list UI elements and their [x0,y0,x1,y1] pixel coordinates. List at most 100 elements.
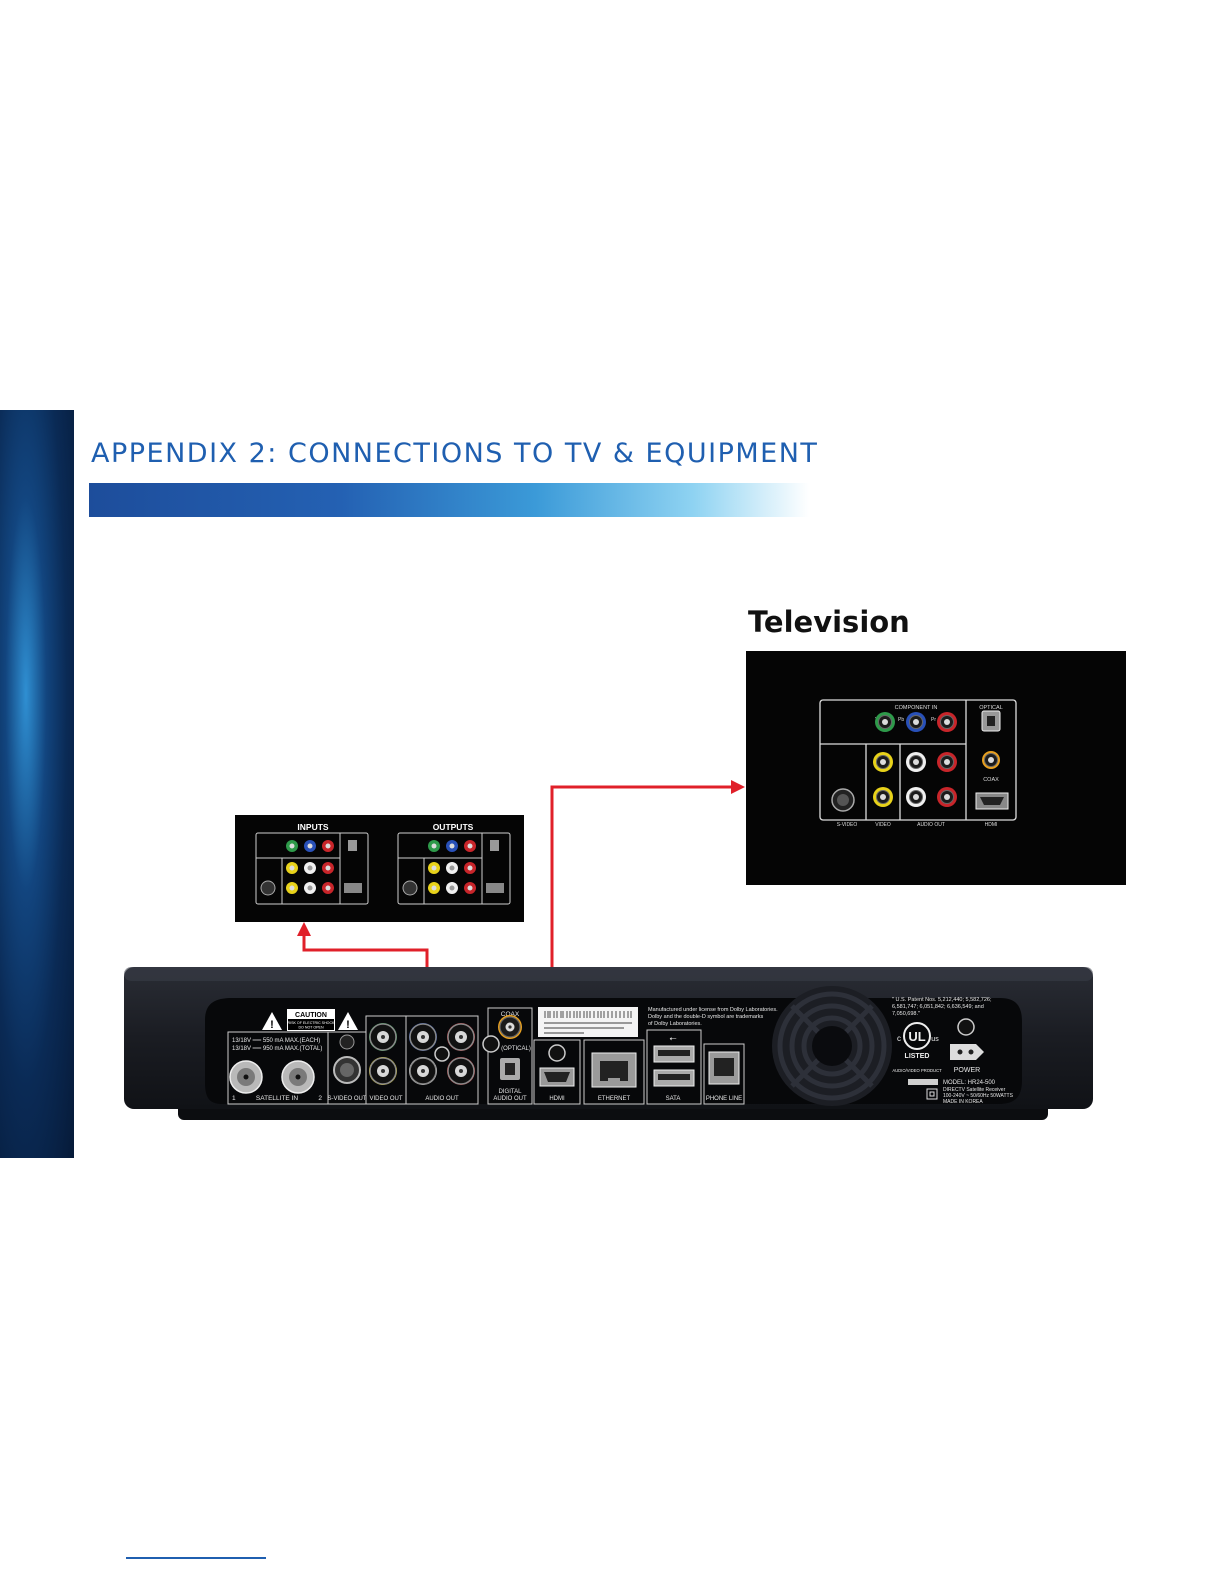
usb-port [653,1045,695,1063]
component-pr-jack [447,1023,475,1051]
satellite-in-group: 1 SATELLITE IN 2 [227,1031,329,1105]
audio-out-left-jack [409,1057,437,1085]
model-number: MODEL: HR24-500 [943,1080,996,1086]
svideo-out-jack [333,1056,361,1084]
patent-line-2: 6,581,747; 6,051,842; 6,636,549; and [892,1004,984,1010]
tv-video-label: VIDEO [875,822,891,828]
tv-coax-label: COAX [983,777,999,783]
audio-out-right-jack [447,1057,475,1085]
hdmi-group: HDMI [533,1039,581,1105]
coax-label: COAX [501,1011,520,1018]
caution-sub-2: DO NOT OPEN [298,1026,323,1030]
patent-line-3: 7,050,698." [892,1011,920,1017]
page-title: APPENDIX 2: CONNECTIONS TO TV & EQUIPMEN… [91,438,819,469]
ethernet-port [591,1052,637,1088]
side-decoration-strip [0,410,74,1158]
video-out-jack [369,1057,397,1085]
model-description: DIRECTV Satellite Receiver [943,1087,1006,1093]
caution-sub-1: RISK OF ELECTRIC SHOCK [288,1021,336,1025]
tv-audio-out-label: AUDIO OUT [917,822,945,828]
sat-port-2-label: 2 [318,1095,322,1102]
svideo-out-label: S-VIDEO OUT [327,1096,366,1102]
tv-pr-letter: Pr [931,717,936,723]
ethernet-group: ETHERNET [583,1039,645,1105]
component-pb-jack [409,1023,437,1051]
inputs-component-jacks [286,840,334,852]
caution-label: CAUTION [295,1012,327,1019]
digital-audio-label-2: AUDIO OUT [493,1096,527,1102]
receiver: ! ! CAUTION RISK OF ELECTRIC SHOCK DO NO… [124,967,1093,1120]
television-panel: COMPONENT IN OPTICAL Y Pb Pr COAX S-VI [746,651,1126,885]
ul-logo-icon: UL [908,1029,925,1044]
svg-text:!: ! [270,1019,274,1031]
sata-group: ⭠ SATA [646,1029,702,1105]
tv-video-jack-1 [873,752,893,772]
equipment-panel: INPUTS OUTPUTS [235,815,524,922]
model-power-rating: 100-240V ~ 50/60Hz 50WATTS [943,1093,1014,1099]
outputs-block [397,832,511,905]
sata-label: SATA [666,1096,681,1102]
sata-port [653,1069,695,1087]
caution-area: ! ! CAUTION RISK OF ELECTRIC SHOCK DO NO… [262,1009,358,1031]
inputs-av-jacks [286,862,334,894]
model-info: MODEL: HR24-500 DIRECTV Satellite Receiv… [908,1079,1014,1105]
outputs-av-jacks [428,862,476,894]
tv-audio-l-jack-1 [906,752,926,772]
svg-text:c: c [897,1034,901,1043]
ul-listing-mark: UL c us LISTED AUDIO/VIDEO PRODUCT [892,1022,942,1073]
tv-hdmi-port [975,792,1009,810]
phone-line-group: PHONE LINE [703,1043,745,1105]
ul-product-label: AUDIO/VIDEO PRODUCT [892,1068,942,1073]
power-label: POWER [954,1067,980,1074]
tv-video-jack-2 [873,787,893,807]
tv-audio-r-jack-1 [937,752,957,772]
satellite-in-2-jack [281,1060,315,1094]
tv-component-in-label: COMPONENT IN [895,705,938,711]
tv-audio-r-jack-2 [937,787,957,807]
component-y-jack [369,1023,397,1051]
sat-port-1-label: 1 [232,1095,236,1102]
tv-hdmi-label: HDMI [985,822,998,828]
ethernet-label: ETHERNET [598,1096,631,1102]
hdmi-out-port [539,1067,575,1087]
svg-text:!: ! [346,1019,350,1031]
tv-pb-letter: Pb [898,717,904,723]
svg-text:us: us [931,1036,939,1043]
arrow-to-equipment-head [297,922,311,936]
model-origin: MADE IN KOREA [943,1099,983,1105]
power-spec-1: 13/18V ══ 550 mA MAX.(EACH) [232,1038,320,1044]
footer-rule [126,1557,266,1559]
inputs-block [255,832,369,905]
patent-line-1: " U.S. Patent Nos. 5,212,440; 5,582,726; [892,997,992,1003]
outputs-title: OUTPUTS [433,822,474,832]
power-spec-2: 13/18V ══ 950 mA MAX.(TOTAL) [232,1046,322,1052]
inputs-title: INPUTS [297,822,329,832]
optical-out-port [500,1058,520,1080]
coax-out-jack [498,1015,522,1039]
tv-audio-l-jack-2 [906,787,926,807]
tv-svideo-label: S-VIDEO [837,822,858,828]
power-group: POWER [950,1018,984,1074]
dolby-line-2: Dolby and the double-D symbol are tradem… [648,1014,764,1020]
dolby-line-1: Manufactured under license from Dolby La… [648,1007,778,1013]
cooling-fan-grille [772,986,892,1106]
ul-listed-label: LISTED [905,1053,930,1060]
title-gradient-bar [89,483,809,517]
serial-label-sticker [538,1007,638,1037]
television-label: Television [748,605,910,639]
tv-optical-label: OPTICAL [979,705,1003,711]
video-out-label: VIDEO OUT [369,1096,402,1102]
satellite-in-1-jack [229,1060,263,1094]
tv-svideo-jack [831,788,855,812]
tv-coax-jack [982,751,1000,769]
video-out-group: VIDEO OUT [365,1015,407,1105]
optical-label: (OPTICAL) [501,1046,531,1052]
tv-component-pr-jack [937,712,957,732]
arrow-to-television-head [731,780,745,794]
audio-out-label: AUDIO OUT [425,1096,459,1102]
arrow-to-television [550,785,732,994]
dolby-line-3: of Dolby Laboratories. [648,1021,702,1027]
audio-out-group: AUDIO OUT [405,1015,479,1105]
usb-icon: ⭠ [669,1033,676,1043]
digital-audio-group: COAX (OPTICAL) DIGITAL AUDIO OUT [482,1007,533,1105]
